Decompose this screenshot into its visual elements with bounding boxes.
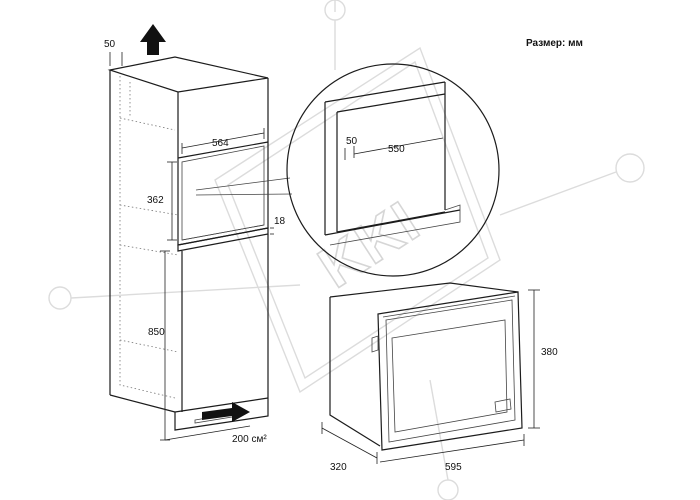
bottom-arrow: [202, 402, 250, 422]
units-legend: Размер: мм: [526, 38, 583, 49]
watermark-text: KKI: [307, 188, 431, 300]
dim-niche-width: 564: [212, 138, 229, 149]
cabinet-dimensions: [109, 52, 274, 441]
dim-oven-height: 380: [541, 347, 558, 358]
dim-lower-height: 850: [148, 327, 165, 338]
arrow-right-icon: [202, 402, 250, 422]
top-arrow: [140, 24, 166, 55]
dim-oven-depth: 320: [330, 462, 347, 473]
labels: Размер: мм 50 564 362 18 850 200 см² 50 …: [104, 38, 583, 473]
dim-top-gap: 50: [104, 39, 116, 50]
dim-oven-width: 595: [445, 462, 462, 473]
dim-zoom-gap: 50: [346, 136, 358, 147]
zoom-detail: [286, 63, 500, 277]
dim-niche-height: 362: [147, 195, 164, 206]
arrow-up-icon: [140, 24, 166, 55]
dim-vent-area: 200 см²: [232, 434, 267, 445]
cabinet: [107, 56, 293, 431]
dim-zoom-width: 550: [388, 144, 405, 155]
oven: [321, 282, 540, 464]
dim-shelf-thickness: 18: [274, 216, 286, 227]
